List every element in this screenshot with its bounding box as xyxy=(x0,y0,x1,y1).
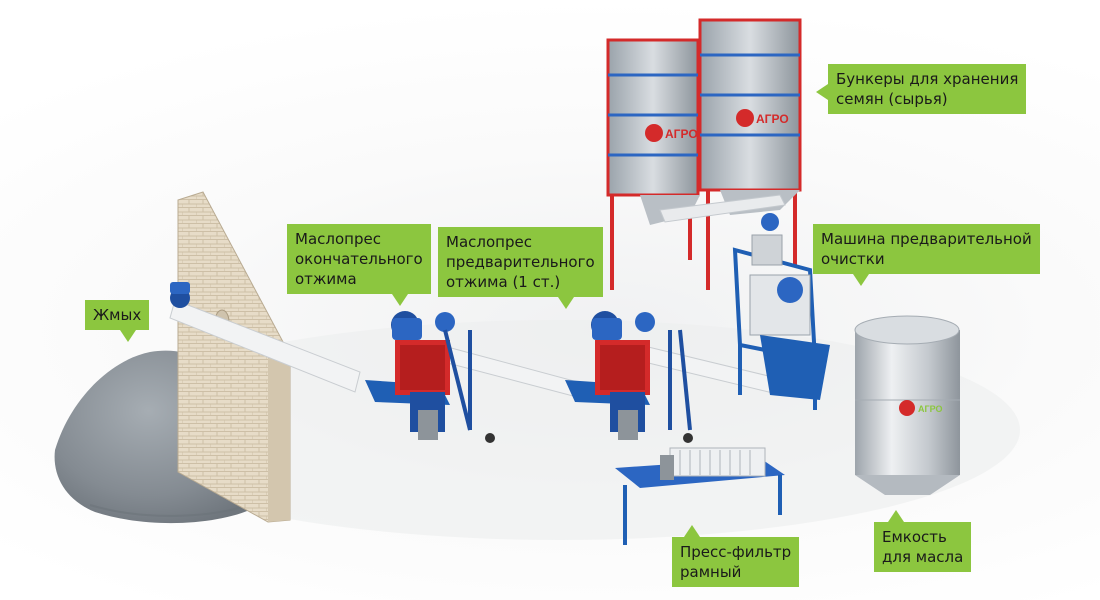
press-final-machine xyxy=(365,311,495,443)
label-filter: Пресс-фильтр рамный xyxy=(672,525,800,587)
press-pre-machine xyxy=(565,311,693,443)
tank-logo-text: АГРО xyxy=(918,404,943,414)
cake-auger xyxy=(169,282,361,393)
silo-logo-right: АГРО xyxy=(736,109,789,127)
label-press-final-line2: окончательного xyxy=(295,250,423,268)
label-press-final-line3: отжима xyxy=(295,270,357,288)
label-press-final: Маслопрес окончательного отжима xyxy=(287,224,431,306)
label-bunkers-line2: семян (сырья) xyxy=(836,90,948,108)
label-precleaner: Машина предварительной очистки xyxy=(813,224,1040,286)
label-cake: Жмых xyxy=(85,300,150,342)
oil-tank: АГРО xyxy=(854,315,960,495)
silo-left xyxy=(606,38,700,290)
label-bunkers-line1: Бункеры для хранения xyxy=(836,70,1019,88)
label-filter-line2: рамный xyxy=(680,563,742,581)
label-press-pre-line1: Маслопрес xyxy=(446,233,532,251)
label-press-pre: Маслопрес предварительного отжима (1 ст.… xyxy=(438,227,603,309)
label-filter-line1: Пресс-фильтр xyxy=(680,543,792,561)
label-tank: Емкость для масла xyxy=(874,510,972,572)
silo-logo-text-left: АГРО xyxy=(665,127,698,141)
silo-logo-text-right: АГРО xyxy=(756,112,789,126)
label-press-pre-line2: предварительного xyxy=(446,253,595,271)
filter-press xyxy=(615,447,785,545)
label-press-pre-line3: отжима (1 ст.) xyxy=(446,273,561,291)
label-bunkers: Бункеры для хранения семян (сырья) xyxy=(815,64,1027,114)
silo-logo-left: АГРО xyxy=(645,124,698,142)
label-precleaner-line1: Машина предварительной xyxy=(821,230,1032,248)
silo-right xyxy=(659,18,802,290)
label-tank-line1: Емкость xyxy=(882,528,947,546)
label-tank-line2: для масла xyxy=(882,548,964,566)
label-cake-line1: Жмых xyxy=(93,306,142,324)
label-press-final-line1: Маслопрес xyxy=(295,230,381,248)
precleaner-machine xyxy=(732,213,830,410)
label-precleaner-line2: очистки xyxy=(821,250,885,268)
